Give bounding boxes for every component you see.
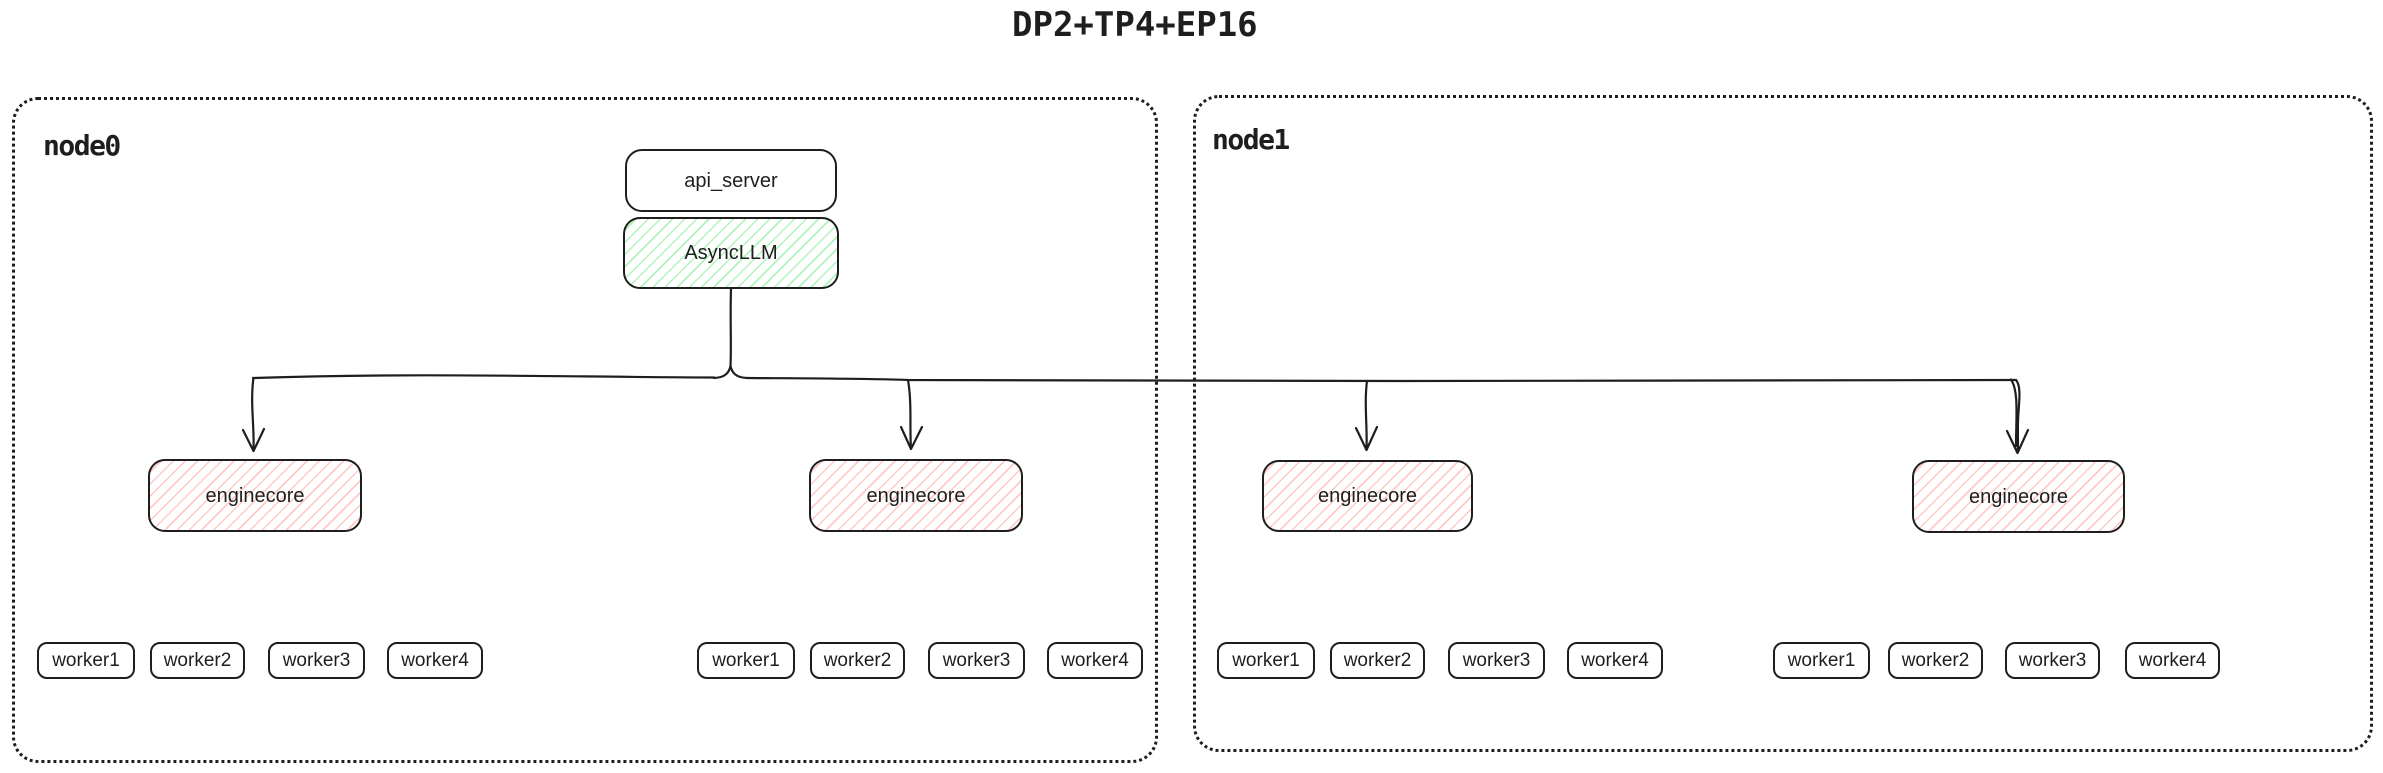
worker-label: worker3: [282, 650, 351, 671]
worker-box: worker3: [1448, 642, 1545, 679]
worker-box: worker1: [1217, 642, 1315, 679]
worker-box: worker1: [37, 642, 135, 679]
enginecore-label: enginecore: [866, 484, 966, 507]
async-llm-label: AsyncLLM: [684, 242, 778, 264]
enginecore-box-2: enginecore: [809, 459, 1023, 532]
node0-container: [12, 97, 1158, 763]
worker-box: worker4: [1567, 642, 1663, 679]
worker-box: worker2: [1888, 642, 1983, 679]
worker-label: worker4: [401, 650, 469, 671]
worker-label: worker3: [2018, 650, 2087, 671]
worker-box: worker3: [928, 642, 1025, 679]
worker-box: worker4: [1047, 642, 1143, 679]
worker-box: worker2: [1330, 642, 1425, 679]
enginecore-label: enginecore: [1318, 485, 1417, 507]
worker-box: worker1: [697, 642, 795, 679]
worker-label: worker4: [1061, 650, 1129, 671]
worker-label: worker4: [2138, 650, 2207, 671]
worker-label: worker1: [1232, 650, 1300, 671]
node1-container: [1193, 95, 2373, 752]
worker-label: worker1: [712, 650, 780, 671]
diagram-title: DP2+TP4+EP16: [1012, 5, 1258, 45]
enginecore-box-3: enginecore: [1262, 460, 1473, 532]
enginecore-box-4: enginecore: [1912, 460, 2125, 533]
worker-box: worker3: [2005, 642, 2100, 679]
worker-box: worker4: [387, 642, 483, 679]
worker-label: worker3: [1462, 650, 1531, 671]
worker-label: worker2: [823, 650, 892, 671]
enginecore-label: enginecore: [1969, 485, 2068, 508]
worker-label: worker2: [1343, 650, 1412, 671]
async-llm-box: AsyncLLM: [623, 217, 839, 289]
worker-box: worker4: [2125, 642, 2220, 679]
worker-label: worker3: [942, 650, 1011, 671]
worker-label: worker1: [1787, 650, 1856, 671]
worker-box: worker1: [1773, 642, 1870, 679]
api-server-box: api_server: [625, 149, 837, 212]
node0-label: node0: [43, 129, 121, 162]
enginecore-box-1: enginecore: [148, 459, 362, 532]
api-server-label: api_server: [684, 169, 778, 192]
worker-label: worker2: [163, 650, 232, 671]
worker-box: worker2: [150, 642, 245, 679]
worker-label: worker4: [1581, 650, 1649, 671]
enginecore-label: enginecore: [205, 484, 305, 507]
worker-label: worker2: [1901, 650, 1970, 671]
node1-label: node1: [1212, 123, 1290, 156]
worker-box: worker3: [268, 642, 365, 679]
worker-box: worker2: [810, 642, 905, 679]
worker-label: worker1: [52, 650, 120, 671]
